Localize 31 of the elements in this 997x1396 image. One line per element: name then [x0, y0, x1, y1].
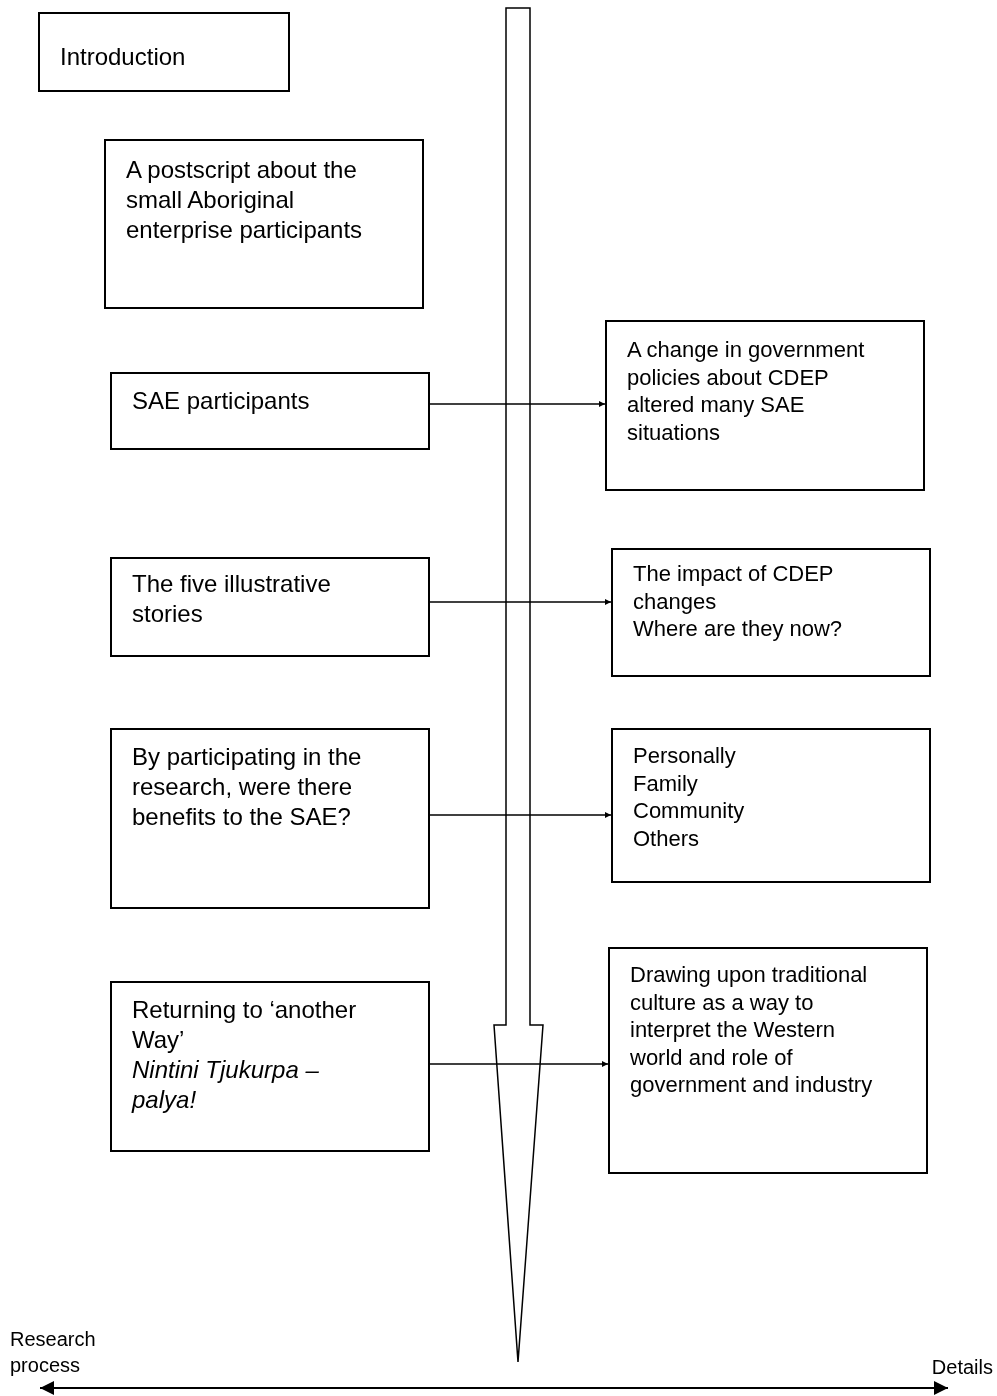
text-box — [605, 320, 925, 491]
box-text: The five illustrative stories — [132, 569, 332, 629]
box-text: SAE participants — [132, 386, 311, 416]
box-text: A change in government policies about CDEP altered many SAE situations — [627, 336, 866, 446]
box-text: A postscript about the small Aboriginal enterprise participants — [126, 155, 364, 245]
box-text: Nintini Tjukurpa – palya! — [132, 1055, 320, 1115]
text-box — [38, 12, 290, 92]
arrow — [429, 401, 606, 407]
box-text: Others — [633, 824, 701, 852]
axis-label: Research process — [10, 1327, 97, 1378]
box-text: Personally — [633, 742, 737, 770]
arrow — [429, 599, 612, 605]
box-text: Where are they now? — [633, 615, 844, 643]
box-text: By participating in the research, were there benefits to the SAE? — [132, 742, 363, 832]
box-text: Introduction — [60, 42, 187, 72]
arrow — [429, 812, 612, 818]
text-box — [110, 981, 430, 1152]
box-text: Family — [633, 769, 699, 797]
text-box — [611, 548, 931, 677]
box-text: The impact of CDEP changes — [633, 560, 835, 615]
text-box — [611, 728, 931, 883]
text-box — [110, 557, 430, 657]
axis-label: Details — [931, 1355, 993, 1380]
arrow — [429, 1061, 609, 1067]
text-box — [608, 947, 928, 1174]
box-text: Community — [633, 797, 746, 825]
box-text: Returning to ‘another Way’ — [132, 995, 358, 1055]
text-box — [110, 728, 430, 909]
text-box — [104, 139, 424, 309]
text-box — [110, 372, 430, 450]
box-text: Drawing upon traditional culture as a way to interpret the Western world and role of government and industry — [630, 961, 874, 1099]
